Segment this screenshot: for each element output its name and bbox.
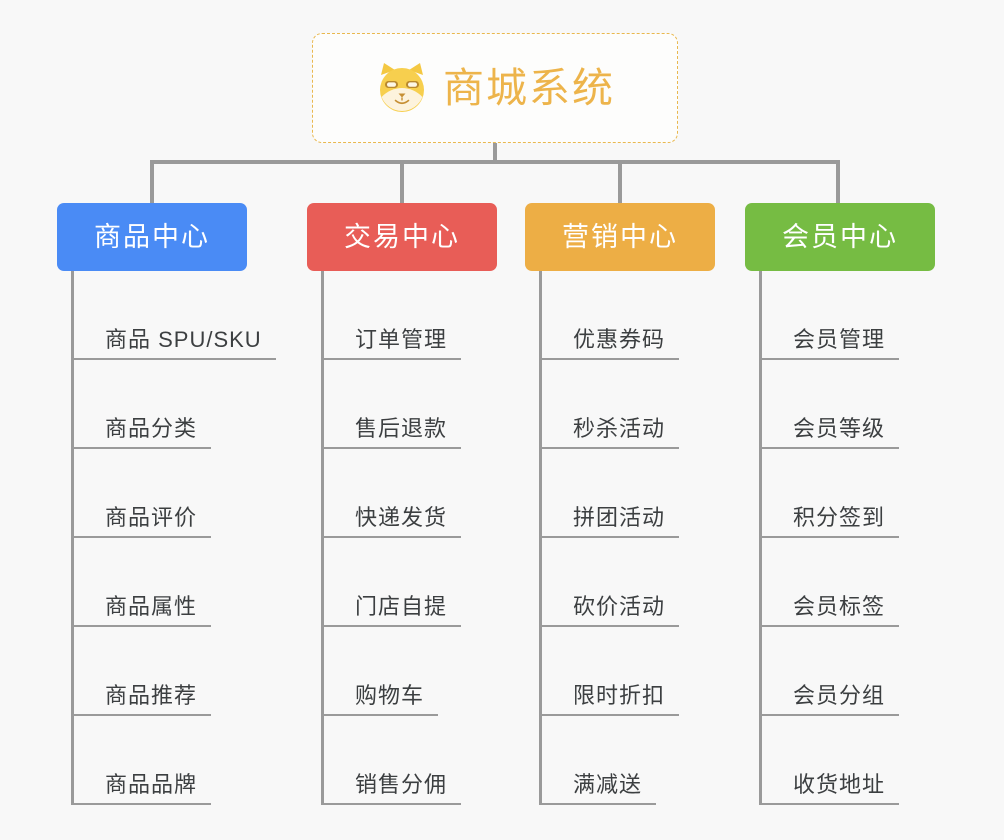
list-item[interactable]: 商品 SPU/SKU [74, 271, 276, 360]
leaf-label: 商品推荐 [74, 684, 212, 716]
root-node-mall-system[interactable]: 商城系统 [312, 33, 678, 143]
list-item[interactable]: 商品推荐 [74, 627, 247, 716]
leaf-label: 满减送 [542, 773, 657, 805]
leaf-label: 秒杀活动 [542, 417, 680, 449]
category-header-product-center[interactable]: 商品中心 [57, 203, 247, 271]
leaf-label: 拼团活动 [542, 506, 680, 538]
list-item[interactable]: 收货地址 [762, 716, 935, 805]
leaf-label: 商品分类 [74, 417, 212, 449]
connector-drop-trade-center [400, 160, 404, 205]
category-header-label: 商品中心 [94, 221, 210, 252]
list-item[interactable]: 商品分类 [74, 360, 247, 449]
category-header-marketing-center[interactable]: 营销中心 [525, 203, 715, 271]
leaf-label: 商品 SPU/SKU [74, 328, 276, 360]
category-header-label: 交易中心 [344, 221, 460, 252]
list-item[interactable]: 门店自提 [324, 538, 497, 627]
list-item[interactable]: 售后退款 [324, 360, 497, 449]
connector-drop-marketing-center [618, 160, 622, 205]
list-item[interactable]: 会员管理 [762, 271, 935, 360]
column-marketing-center: 营销中心 优惠券码 秒杀活动 拼团活动 砍价活动 限时折扣 满减送 [525, 203, 715, 805]
connector-drop-member-center [836, 160, 840, 205]
list-item[interactable]: 订单管理 [324, 271, 497, 360]
leaf-label: 售后退款 [324, 417, 462, 449]
list-item[interactable]: 满减送 [542, 716, 715, 805]
list-item[interactable]: 商品属性 [74, 538, 247, 627]
list-item[interactable]: 限时折扣 [542, 627, 715, 716]
list-item[interactable]: 砍价活动 [542, 538, 715, 627]
leaf-label: 订单管理 [324, 328, 462, 360]
shiba-dog-face-icon [375, 61, 429, 115]
leaf-label: 快递发货 [324, 506, 462, 538]
leaf-label: 销售分佣 [324, 773, 462, 805]
leaf-label: 会员标签 [762, 595, 900, 627]
connector-drop-product-center [150, 160, 154, 205]
list-item[interactable]: 秒杀活动 [542, 360, 715, 449]
list-item[interactable]: 积分签到 [762, 449, 935, 538]
leaf-label: 门店自提 [324, 595, 462, 627]
list-item[interactable]: 会员分组 [762, 627, 935, 716]
list-item[interactable]: 购物车 [324, 627, 497, 716]
list-item[interactable]: 拼团活动 [542, 449, 715, 538]
root-title: 商城系统 [443, 64, 615, 111]
column-member-center: 会员中心 会员管理 会员等级 积分签到 会员标签 会员分组 收货地址 [745, 203, 935, 805]
leaf-list-product-center: 商品 SPU/SKU 商品分类 商品评价 商品属性 商品推荐 商品品牌 [71, 271, 276, 805]
leaf-label: 优惠券码 [542, 328, 680, 360]
leaf-label: 砍价活动 [542, 595, 680, 627]
list-item[interactable]: 优惠券码 [542, 271, 715, 360]
leaf-label: 收货地址 [762, 773, 900, 805]
leaf-label: 会员等级 [762, 417, 900, 449]
connector-horizontal-bus [150, 160, 840, 164]
list-item[interactable]: 会员标签 [762, 538, 935, 627]
list-item[interactable]: 快递发货 [324, 449, 497, 538]
column-trade-center: 交易中心 订单管理 售后退款 快递发货 门店自提 购物车 销售分佣 [307, 203, 497, 805]
leaf-list-trade-center: 订单管理 售后退款 快递发货 门店自提 购物车 销售分佣 [321, 271, 497, 805]
leaf-label: 购物车 [324, 684, 439, 716]
list-item[interactable]: 商品品牌 [74, 716, 247, 805]
leaf-list-marketing-center: 优惠券码 秒杀活动 拼团活动 砍价活动 限时折扣 满减送 [539, 271, 715, 805]
list-item[interactable]: 商品评价 [74, 449, 247, 538]
leaf-label: 商品品牌 [74, 773, 212, 805]
category-header-label: 会员中心 [782, 221, 898, 252]
leaf-label: 会员分组 [762, 684, 900, 716]
leaf-label: 积分签到 [762, 506, 900, 538]
leaf-label: 商品评价 [74, 506, 212, 538]
leaf-label: 限时折扣 [542, 684, 680, 716]
list-item[interactable]: 销售分佣 [324, 716, 497, 805]
category-header-trade-center[interactable]: 交易中心 [307, 203, 497, 271]
connector-root-stem [493, 143, 497, 162]
category-header-member-center[interactable]: 会员中心 [745, 203, 935, 271]
category-header-label: 营销中心 [562, 221, 678, 252]
list-item[interactable]: 会员等级 [762, 360, 935, 449]
leaf-label: 商品属性 [74, 595, 212, 627]
leaf-list-member-center: 会员管理 会员等级 积分签到 会员标签 会员分组 收货地址 [759, 271, 935, 805]
leaf-label: 会员管理 [762, 328, 900, 360]
column-product-center: 商品中心 商品 SPU/SKU 商品分类 商品评价 商品属性 商品推荐 商品品牌 [57, 203, 276, 805]
